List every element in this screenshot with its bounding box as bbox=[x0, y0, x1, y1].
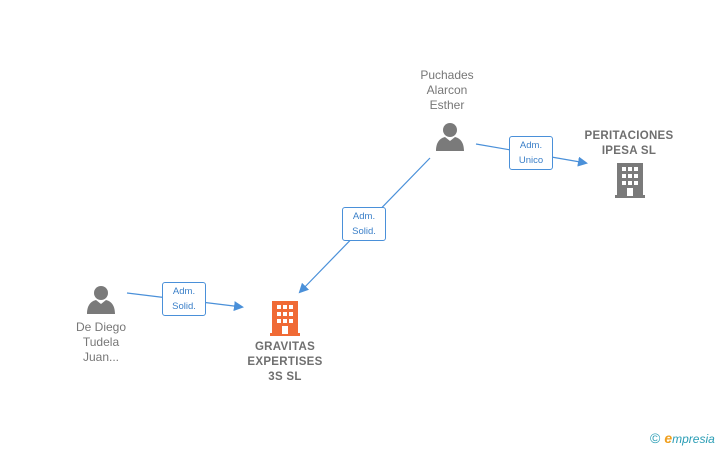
brand-e: e bbox=[664, 430, 673, 446]
building-icon-focus[interactable] bbox=[270, 301, 300, 336]
person-icon[interactable] bbox=[87, 286, 115, 314]
node-label-puchades[interactable]: Puchades Alarcon Esther bbox=[420, 68, 474, 112]
edge-label-adm-unico[interactable]: Adm. Unico bbox=[509, 136, 553, 170]
node-label-peritaciones[interactable]: PERITACIONES IPESA SL bbox=[584, 130, 674, 157]
brand-logo: © empresia bbox=[650, 430, 715, 446]
building-icon[interactable] bbox=[615, 163, 645, 198]
person-icon[interactable] bbox=[436, 123, 464, 151]
edge-label-adm-solid-dediego[interactable]: Adm. Solid. bbox=[162, 282, 206, 316]
copyright-icon: © bbox=[650, 430, 661, 446]
node-label-dediego[interactable]: De Diego Tudela Juan... bbox=[75, 320, 127, 364]
node-label-gravitas[interactable]: GRAVITAS EXPERTISES 3S SL bbox=[247, 341, 323, 383]
edge-label-adm-solid-puchades[interactable]: Adm. Solid. bbox=[342, 207, 386, 241]
brand-name: mpresia bbox=[672, 432, 715, 446]
